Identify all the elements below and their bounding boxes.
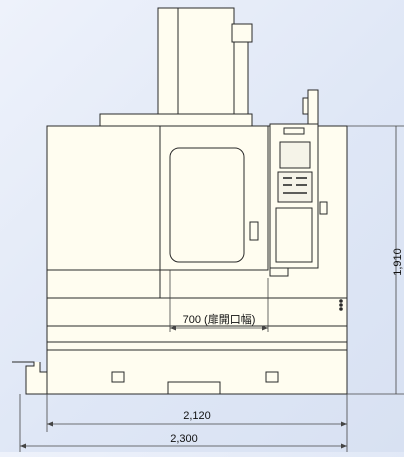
chip-bracket xyxy=(12,361,48,395)
door-handle xyxy=(249,221,259,241)
door-window xyxy=(169,147,245,263)
leveling-pad-left xyxy=(111,371,125,383)
control-lower-panel xyxy=(275,207,313,263)
side-latch xyxy=(319,201,328,215)
dim-label-door-opening: 700 (扉開口幅) xyxy=(183,313,256,326)
base-center-block xyxy=(167,381,221,395)
dimensions xyxy=(19,125,404,452)
dimension-arrows xyxy=(20,325,347,449)
indicator-dot xyxy=(339,299,343,303)
machine-body xyxy=(12,7,348,395)
dim-label-height: 1,910 xyxy=(392,248,404,276)
control-screen xyxy=(279,141,311,169)
pendant-foot xyxy=(269,267,289,277)
leveling-pad-right xyxy=(265,371,279,383)
indicator-dot xyxy=(339,307,343,311)
column-cap xyxy=(231,23,253,43)
dim-label-base-width: 2,120 xyxy=(183,410,211,422)
indicator-dot xyxy=(339,303,343,307)
control-pendant-top xyxy=(283,127,305,135)
dim-label-overall-width: 2,300 xyxy=(170,433,198,445)
spindle-column xyxy=(157,7,235,129)
control-keypad xyxy=(277,171,313,203)
top-fixture-post xyxy=(307,89,319,125)
keypad-marks xyxy=(283,177,307,194)
